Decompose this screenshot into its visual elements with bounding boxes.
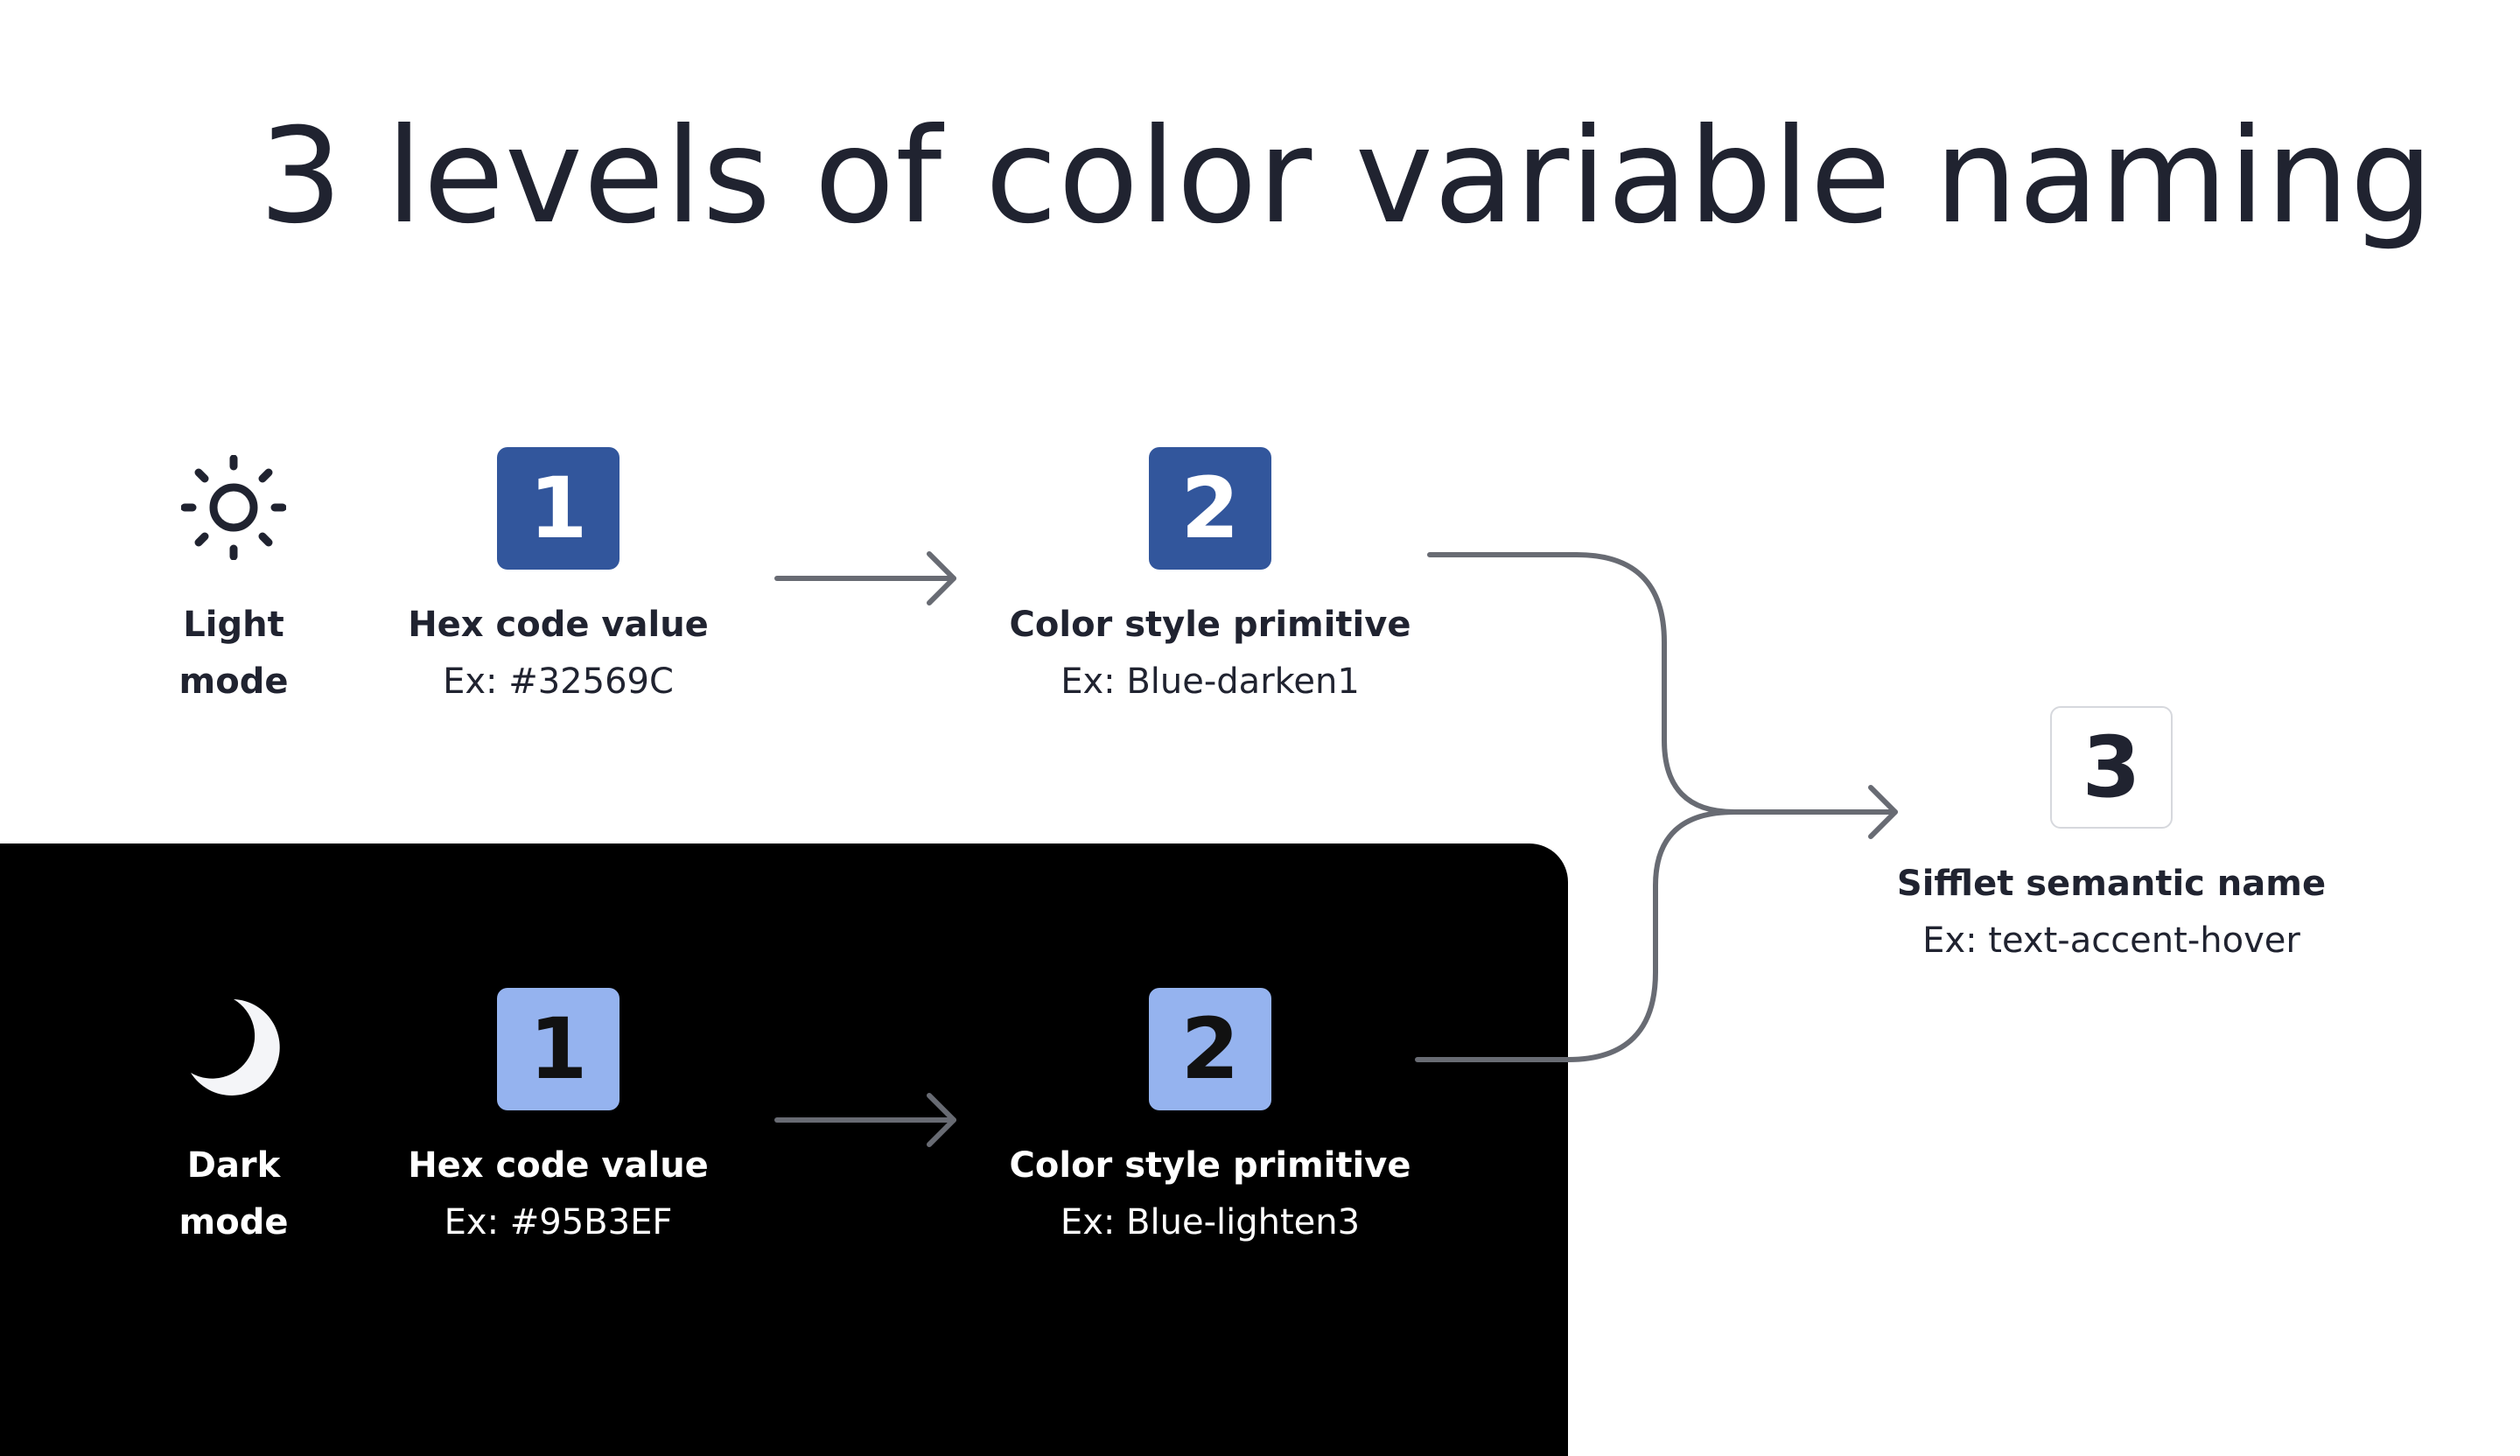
light-merge-connector: [1427, 552, 1898, 815]
dark-primitive-step-number: 2: [1180, 1000, 1240, 1098]
dark-mode-label-line1: Dark: [186, 1145, 281, 1186]
dark-mode-label: Dark mode: [146, 1138, 321, 1251]
light-hex-step-number: 1: [528, 459, 588, 557]
semantic-step-label: Sifflet semantic name: [1896, 864, 2327, 904]
light-mode-label-line2: mode: [178, 662, 289, 702]
light-primitive-step-badge: 2: [1149, 447, 1271, 570]
semantic-step-number: 3: [2082, 718, 2141, 816]
light-hex-step-label: Hex code value: [408, 605, 709, 645]
dark-mode-label-line2: mode: [178, 1202, 289, 1242]
dark-mode-panel: [0, 844, 1568, 1456]
light-hex-step-text: Hex code value Ex: #32569C: [296, 597, 821, 710]
light-primitive-step-text: Color style primitive Ex: Blue-darken1: [948, 597, 1473, 710]
light-hex-step-example: Ex: #32569C: [443, 662, 674, 702]
dark-hex-step-text: Hex code value Ex: #95B3EF: [296, 1138, 821, 1251]
light-mode-label-line1: Light: [183, 605, 284, 645]
light-mode-label: Light mode: [146, 597, 321, 710]
light-primitive-step-number: 2: [1180, 459, 1240, 557]
flow-connectors: [774, 551, 1898, 1147]
dark-primitive-step-text: Color style primitive Ex: Blue-lighten3: [948, 1138, 1473, 1251]
dark-primitive-step-badge: 2: [1149, 988, 1271, 1110]
dark-merge-connector: [1415, 809, 1737, 1062]
dark-primitive-step-label: Color style primitive: [1009, 1145, 1411, 1186]
moon-icon: [191, 999, 280, 1096]
dark-hex-step-label: Hex code value: [408, 1145, 709, 1186]
semantic-step-example: Ex: text-accent-hover: [1922, 920, 2300, 961]
semantic-arrowhead-icon: [1868, 785, 1898, 839]
sun-icon: [181, 455, 286, 560]
semantic-step-badge: 3: [2050, 706, 2173, 829]
page-title: 3 levels of color variable naming: [259, 101, 2434, 253]
dark-arrow-icon: [774, 1093, 956, 1147]
dark-hex-step-badge: 1: [497, 988, 620, 1110]
dark-primitive-step-example: Ex: Blue-lighten3: [1060, 1202, 1361, 1242]
light-primitive-step-example: Ex: Blue-darken1: [1060, 662, 1360, 702]
light-primitive-step-label: Color style primitive: [1009, 605, 1411, 645]
dark-hex-step-example: Ex: #95B3EF: [444, 1202, 673, 1242]
dark-hex-step-number: 1: [528, 1000, 588, 1098]
light-arrow-icon: [774, 551, 956, 606]
light-hex-step-badge: 1: [497, 447, 620, 570]
semantic-step-text: Sifflet semantic name Ex: text-accent-ho…: [1849, 856, 2374, 970]
